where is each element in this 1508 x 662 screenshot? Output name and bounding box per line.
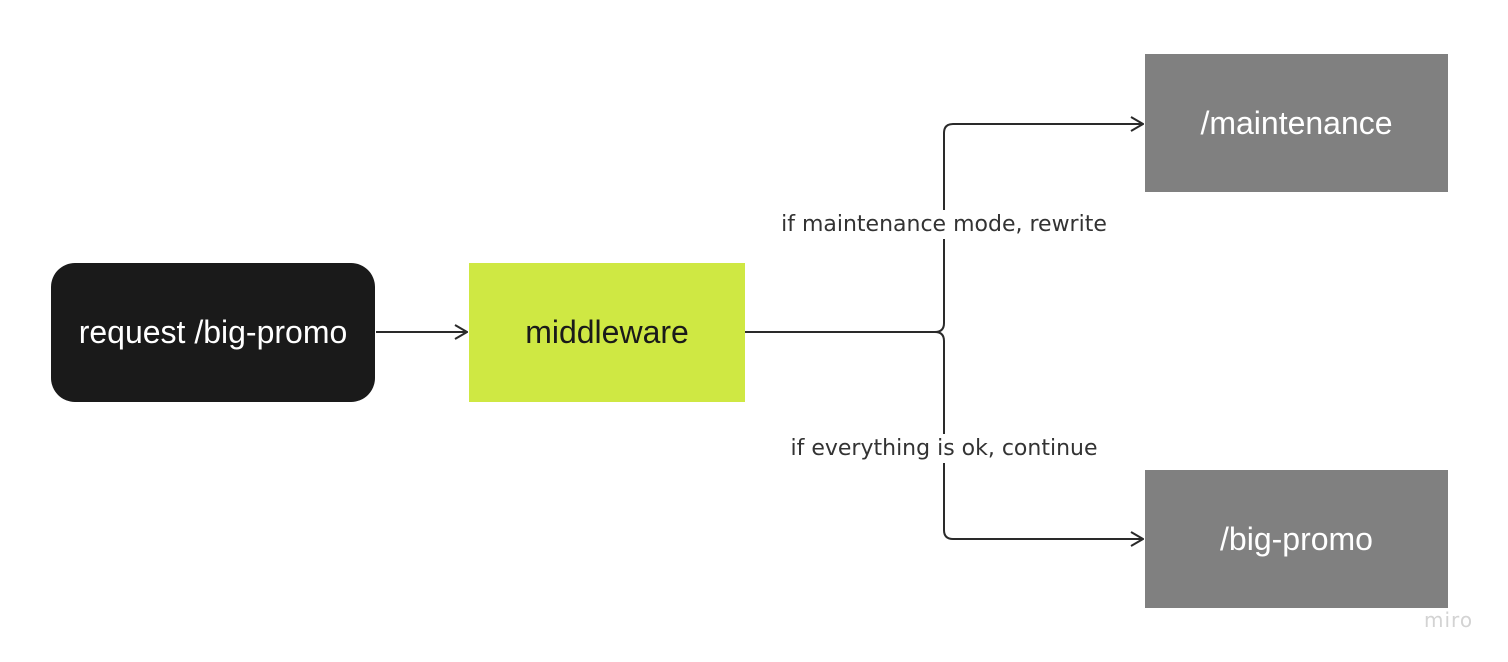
edge-label-maintenance: if maintenance mode, rewrite	[777, 210, 1111, 239]
request-node-label: request /big-promo	[78, 314, 348, 350]
miro-watermark: miro	[1424, 608, 1474, 632]
middleware-node[interactable]: middleware	[469, 263, 745, 402]
middleware-node-label: middleware	[525, 314, 689, 350]
edge-label-continue: if everything is ok, continue	[786, 434, 1102, 463]
request-node[interactable]: request /big-promo	[51, 263, 375, 402]
big-promo-node-label: /big-promo	[1220, 520, 1373, 557]
maintenance-node[interactable]: /maintenance	[1145, 54, 1448, 192]
big-promo-node[interactable]: /big-promo	[1145, 470, 1448, 608]
maintenance-node-label: /maintenance	[1200, 104, 1393, 141]
